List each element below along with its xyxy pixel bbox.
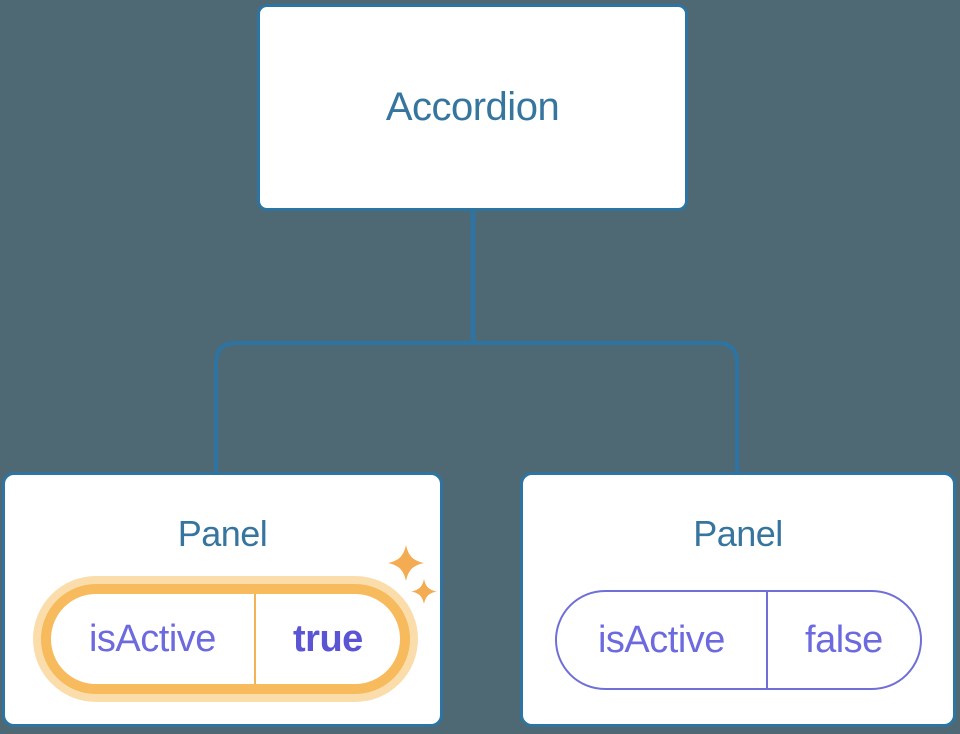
state-pill-active: isActive true xyxy=(41,584,410,694)
panel-node-label: Panel xyxy=(177,513,268,554)
state-value-cell: true xyxy=(256,594,400,684)
state-key-label: isActive xyxy=(597,618,725,661)
state-pill-inactive: isActive false xyxy=(555,590,922,690)
state-key-cell: isActive xyxy=(557,592,768,688)
accordion-node-label: Accordion xyxy=(385,85,560,129)
tree-node-panel-inactive: Panel isActive false xyxy=(520,472,956,727)
state-value-label: true xyxy=(293,617,363,660)
state-key-label: isActive xyxy=(88,617,216,660)
sparkles-icon xyxy=(388,545,437,604)
state-pill-active-highlight: isActive true xyxy=(33,576,418,702)
tree-node-panel-active: Panel isActive true xyxy=(2,472,443,727)
panel-node-label: Panel xyxy=(693,513,783,554)
tree-node-accordion: Accordion xyxy=(257,4,688,211)
state-value-cell: false xyxy=(768,592,920,688)
state-value-label: false xyxy=(805,618,883,661)
state-key-cell: isActive xyxy=(51,594,256,684)
